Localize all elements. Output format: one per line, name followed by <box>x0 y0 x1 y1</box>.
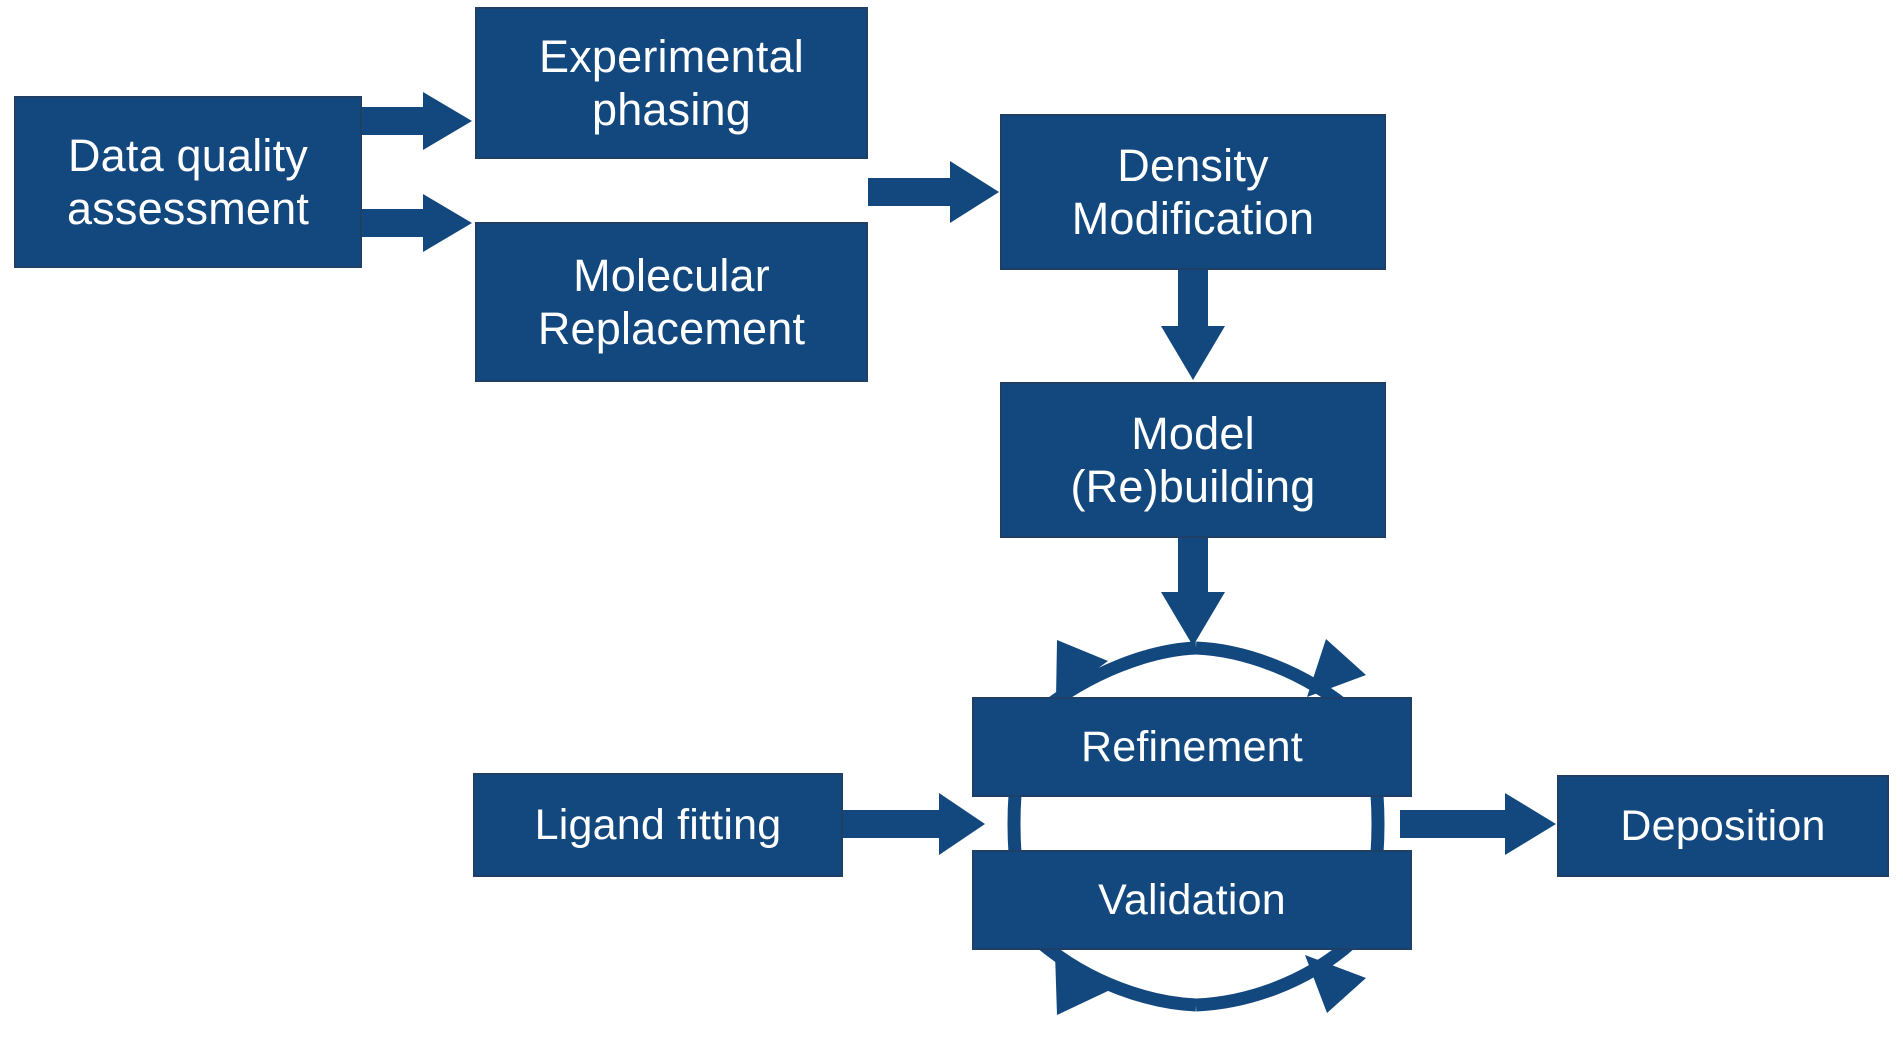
node-model-rebuilding[interactable]: Model (Re)building <box>1000 382 1386 538</box>
node-experimental-phasing[interactable]: Experimental phasing <box>475 7 868 159</box>
node-refinement[interactable]: Refinement <box>972 697 1412 797</box>
node-data-quality-assessment[interactable]: Data quality assessment <box>14 96 362 268</box>
node-deposition[interactable]: Deposition <box>1557 775 1889 877</box>
node-label: Deposition <box>1620 801 1826 850</box>
arrow-phasing-to-density-modification <box>868 161 999 223</box>
arrow-data-quality-to-experimental-phasing <box>362 92 472 150</box>
node-molecular-replacement[interactable]: Molecular Replacement <box>475 222 868 382</box>
node-label: Ligand fitting <box>534 800 782 849</box>
node-ligand-fitting[interactable]: Ligand fitting <box>473 773 843 877</box>
node-validation[interactable]: Validation <box>972 850 1412 950</box>
node-density-modification[interactable]: Density Modification <box>1000 114 1386 270</box>
arrow-density-modification-to-model-rebuilding <box>1161 270 1225 380</box>
arrow-data-quality-to-molecular-replacement <box>362 194 472 252</box>
node-label: Experimental phasing <box>538 30 805 135</box>
node-label: Model (Re)building <box>1070 407 1316 512</box>
cycle-arrow-refinement-validation <box>1007 639 1385 1015</box>
node-label: Density Modification <box>1071 139 1315 244</box>
arrow-ligand-fitting-to-cycle <box>843 793 985 855</box>
arrow-validation-to-deposition <box>1400 793 1556 855</box>
node-label: Refinement <box>1081 722 1303 771</box>
node-label: Molecular Replacement <box>537 249 806 354</box>
node-label: Data quality assessment <box>66 129 310 234</box>
node-label: Validation <box>1098 875 1286 924</box>
arrow-model-rebuilding-to-refinement <box>1161 538 1225 646</box>
